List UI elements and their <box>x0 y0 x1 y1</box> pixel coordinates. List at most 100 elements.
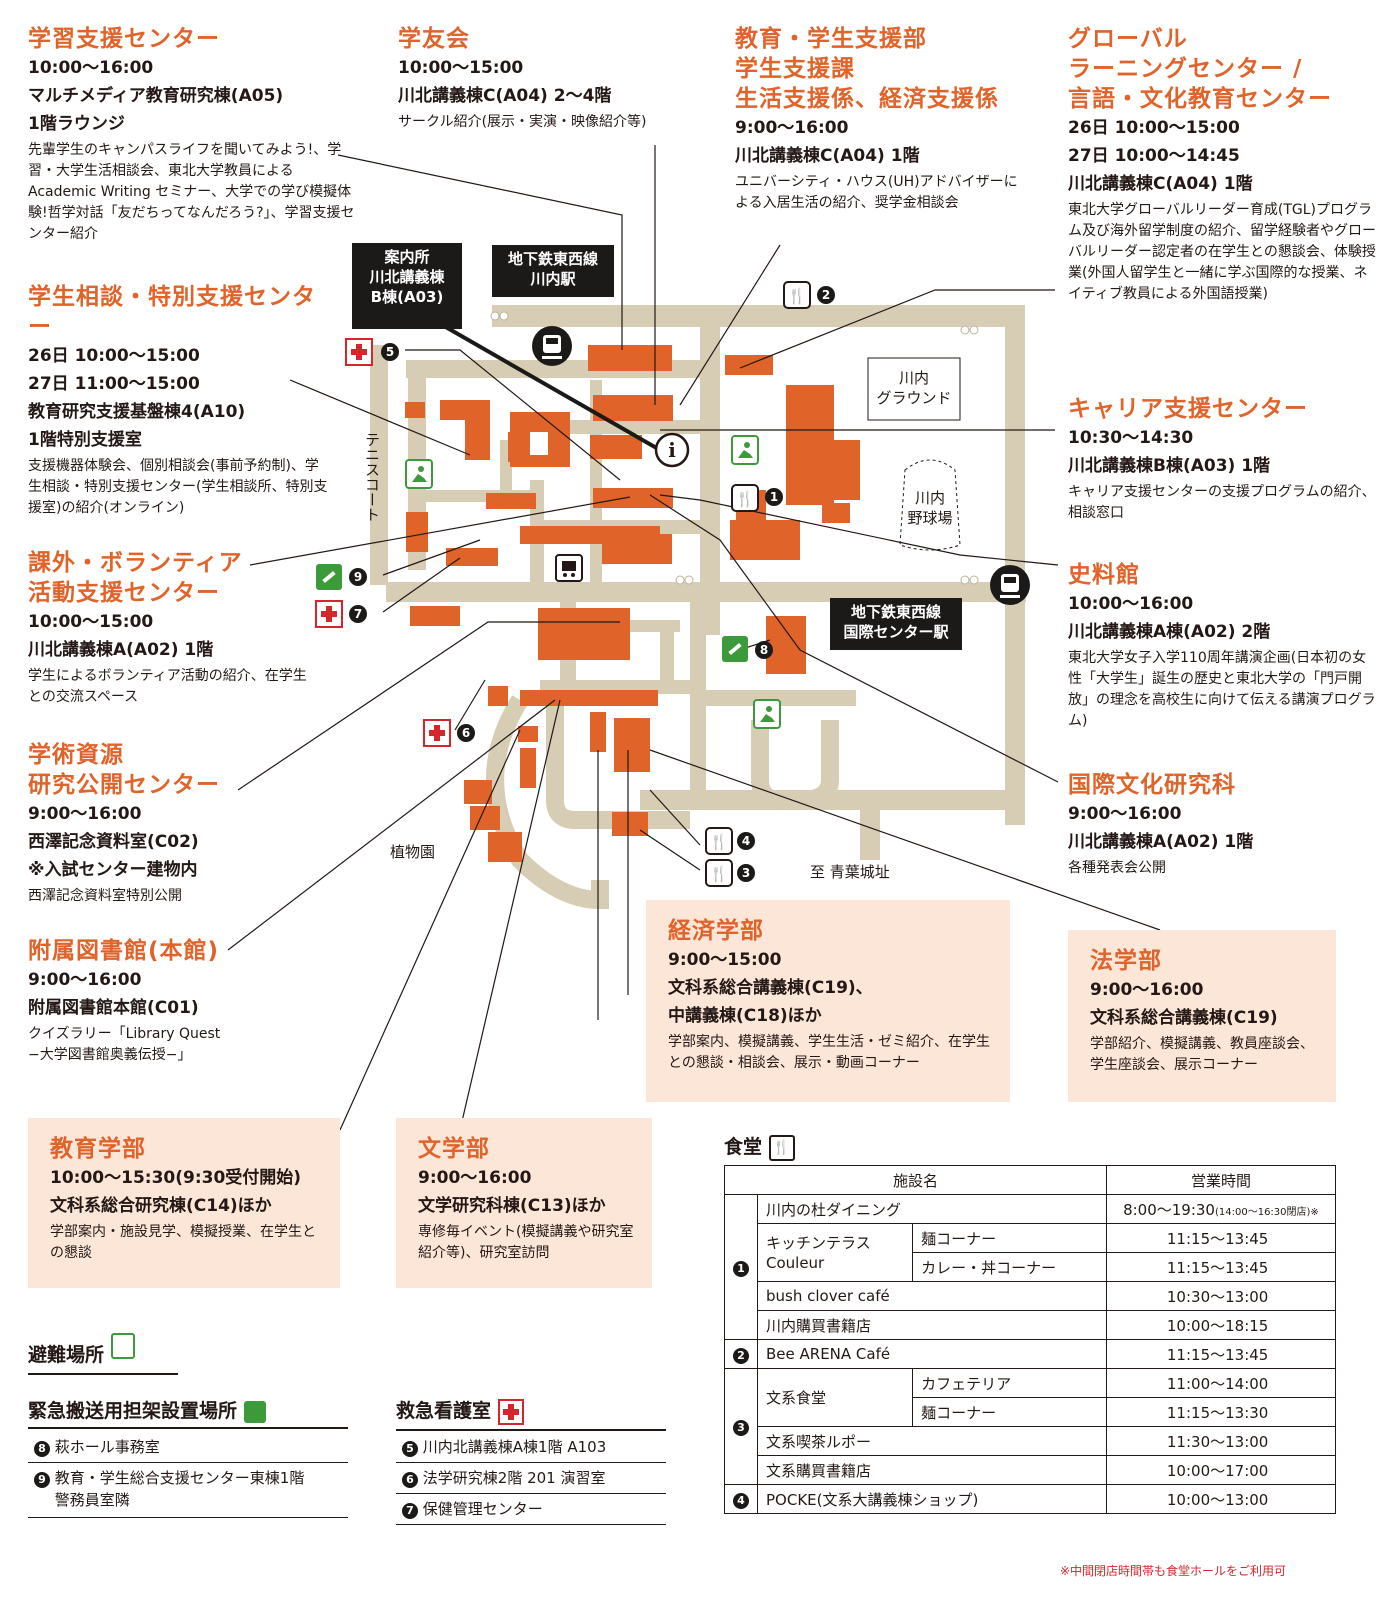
road-central-vertical <box>700 305 720 635</box>
info-gakujutsu-shigen: 学術資源 研究公開センター 9:00〜16:00 西澤記念資料室(C02) ※入… <box>28 740 308 907</box>
building <box>614 718 650 772</box>
marker-number: 7 <box>402 1503 418 1519</box>
first-aid-title-text: 救急看護室 <box>396 1400 492 1422</box>
info-location-note: ※入試センター建物内 <box>28 860 198 880</box>
info-title: 学生相談・特別支援センター <box>28 284 316 340</box>
info-time: 26日 10:00〜15:00 <box>1068 118 1240 138</box>
column-header: 営業時間 <box>1105 1165 1337 1195</box>
info-desc: 東北大学女子入学110周年講演企画(日本初の女性「大学生」誕生の歴史と東北大学の… <box>1068 650 1376 729</box>
list-item: 5 川内北講義棟A棟1階 A103 <box>396 1432 666 1463</box>
info-title: 史料館 <box>1068 562 1140 588</box>
train-icon <box>990 565 1030 605</box>
info-global-learning: グローバル ラーニングセンター / 言語・文化教育センター 26日 10:00〜… <box>1068 24 1378 305</box>
table-header: 施設名 営業時間 <box>724 1165 1337 1195</box>
table-row: 文系購買書籍店 10:00〜17:00 <box>725 1455 1337 1485</box>
building <box>520 690 658 706</box>
evacuation-icon <box>731 435 759 465</box>
table-row: 1 川内の杜ダイニング 8:00〜19:30(14:00〜16:30閉店)※ <box>724 1194 1337 1340</box>
info-desc: 先輩学生のキャンパスライフを聞いてみよう!、学習・大学生活相談会、東北大学教員に… <box>28 142 355 242</box>
dining-time: 10:00〜18:15 <box>1105 1310 1337 1340</box>
svg-text:🍴: 🍴 <box>788 287 807 305</box>
building <box>590 435 642 459</box>
table-row: キッチンテラス Couleur 麺コーナー 11:15〜13:45 <box>725 1223 1337 1282</box>
info-desc: 学生によるボランティア活動の紹介、在学生との交流スペース <box>28 668 307 705</box>
marker-number: 5 <box>402 1441 418 1457</box>
faculty-title: 文学部 <box>418 1136 490 1162</box>
info-center-label: 案内所 川北講義棟 B棟(A03) <box>352 243 462 329</box>
kokusai-center-station-label: 地下鉄東西線 国際センター駅 <box>830 598 962 650</box>
info-desc: 学部案内・施設見学、模擬授業、在学生との懇談 <box>50 1224 316 1261</box>
building <box>410 606 460 626</box>
restaurant-icon-3: 🍴 <box>705 859 733 887</box>
evacuation-title: 避難場所 <box>28 1332 178 1375</box>
svg-text:1: 1 <box>770 490 778 504</box>
info-time: 9:00〜15:00 <box>668 950 782 970</box>
faculty-bungaku: 文学部 9:00〜16:00 文学研究科棟(C13)ほか 専修毎イベント(模擬講… <box>396 1118 652 1288</box>
info-time: 27日 11:00〜15:00 <box>28 374 200 394</box>
dining-name: 文系食堂 <box>756 1368 914 1427</box>
table-row: 4 POCKE(文系大講義棟ショップ) 10:00〜13:00 <box>724 1484 1337 1514</box>
table-row: 3 文系食堂 カフェテリア 11:00〜14:00 <box>724 1368 1337 1485</box>
info-location: マルチメディア教育研究棟(A05) <box>28 86 284 106</box>
info-location: 川北講義棟A棟(A02) 2階 <box>1068 622 1271 642</box>
time-value: 8:00〜19:30 <box>1123 1200 1215 1219</box>
info-desc: 各種発表会公開 <box>1068 860 1166 876</box>
info-gakusei-sodan: 学生相談・特別支援センター 26日 10:00〜15:00 27日 11:00〜… <box>28 282 328 519</box>
road-east <box>1005 305 1025 825</box>
faculty-hogaku: 法学部 9:00〜16:00 文科系総合講義棟(C19) 学部紹介、模擬講義、教… <box>1068 930 1336 1102</box>
stretcher-icon <box>243 1400 266 1423</box>
stretcher-icon-9 <box>316 564 342 590</box>
first-aid-icon-6 <box>423 719 451 747</box>
building <box>730 520 800 560</box>
road-to-aoba <box>860 810 880 860</box>
building <box>520 748 536 788</box>
building <box>488 832 522 862</box>
list-item-text: 川内北講義棟A棟1階 A103 <box>422 1438 607 1456</box>
road-west-upper <box>370 345 388 585</box>
info-title: 学習支援センター <box>28 26 220 52</box>
building <box>820 440 860 500</box>
info-time: 9:00〜16:00 <box>735 118 849 138</box>
info-location: 1階ラウンジ <box>28 114 125 134</box>
dining-sub: カレー・丼コーナー <box>912 1252 1107 1282</box>
stretcher-title: 緊急搬送用担架設置場所 <box>28 1396 348 1429</box>
info-desc: 支援機器体験会、個別相談会(事前予約制)、学生相談・特別支援センター(学生相談所… <box>28 458 328 516</box>
list-item: 7 保健管理センター <box>396 1494 666 1525</box>
number-markers: 1 2 3 4 5 6 7 8 9 <box>349 286 835 882</box>
info-location: 川北講義棟C(A04) 1階 <box>735 146 920 166</box>
info-desc: クイズラリー「Library Quest −大学図書館奥義伝授−」 <box>28 1026 221 1063</box>
info-location: 西澤記念資料室(C02) <box>28 832 199 852</box>
info-desc: 学部案内、模擬講義、学生生活・ゼミ紹介、在学生との懇談・相談会、展示・動画コーナ… <box>668 1034 990 1071</box>
info-desc: キャリア支援センターの支援プログラムの紹介、相談窓口 <box>1068 484 1376 521</box>
list-item-text: 教育・学生総合支援センター東棟1階 警務員室隣 <box>54 1469 305 1509</box>
svg-text:🍴: 🍴 <box>736 490 755 508</box>
dining-time: 10:00〜17:00 <box>1105 1455 1337 1485</box>
building <box>406 512 428 552</box>
dining-note: ※中間閉店時間帯も食堂ホールをご利用可 <box>1060 1564 1287 1578</box>
table-row: カレー・丼コーナー 11:15〜13:45 <box>725 1252 1337 1282</box>
building <box>548 432 570 462</box>
info-kokusai-bunka: 国際文化研究科 9:00〜16:00 川北講義棟A(A02) 1階 各種発表会公… <box>1068 770 1378 879</box>
table-row: 麺コーナー 11:15〜13:30 <box>725 1397 1337 1427</box>
svg-text:4: 4 <box>742 834 750 848</box>
info-location: 教育研究支援基盤棟4(A10) <box>28 402 246 422</box>
building <box>518 726 538 742</box>
table-row: bush clover café 10:30〜13:00 <box>725 1281 1337 1311</box>
restaurant-icon-2: 🍴 <box>783 281 811 309</box>
info-location: 川北講義棟C(A04) 2〜4階 <box>398 86 612 106</box>
table-row: 2 Bee ARENA Café 11:15〜13:45 <box>724 1339 1337 1369</box>
info-location: 文科系総合研究棟(C14)ほか <box>50 1196 272 1216</box>
dining-table: 施設名 営業時間 1 川内の杜ダイニング 8:00〜19:30(14:00〜16… <box>724 1165 1337 1514</box>
building <box>510 455 570 467</box>
info-desc: 学部紹介、模擬講義、教員座談会、学生座談会、展示コーナー <box>1090 1036 1314 1073</box>
faculty-title: 法学部 <box>1090 948 1162 974</box>
info-title: 学術資源 研究公開センター <box>28 742 220 798</box>
info-time: 26日 10:00〜15:00 <box>28 346 200 366</box>
info-time: 27日 10:00〜14:45 <box>1068 146 1240 166</box>
evacuation-title-text: 避難場所 <box>28 1344 105 1366</box>
info-desc: ユニバーシティ・ハウス(UH)アドバイザーによる入居生活の紹介、奨学金相談会 <box>735 174 1018 211</box>
tennis-court-label: テニスコート <box>363 432 381 522</box>
info-title: グローバル ラーニングセンター / 言語・文化教育センター <box>1068 26 1332 112</box>
info-time: 9:00〜16:00 <box>1068 804 1182 824</box>
